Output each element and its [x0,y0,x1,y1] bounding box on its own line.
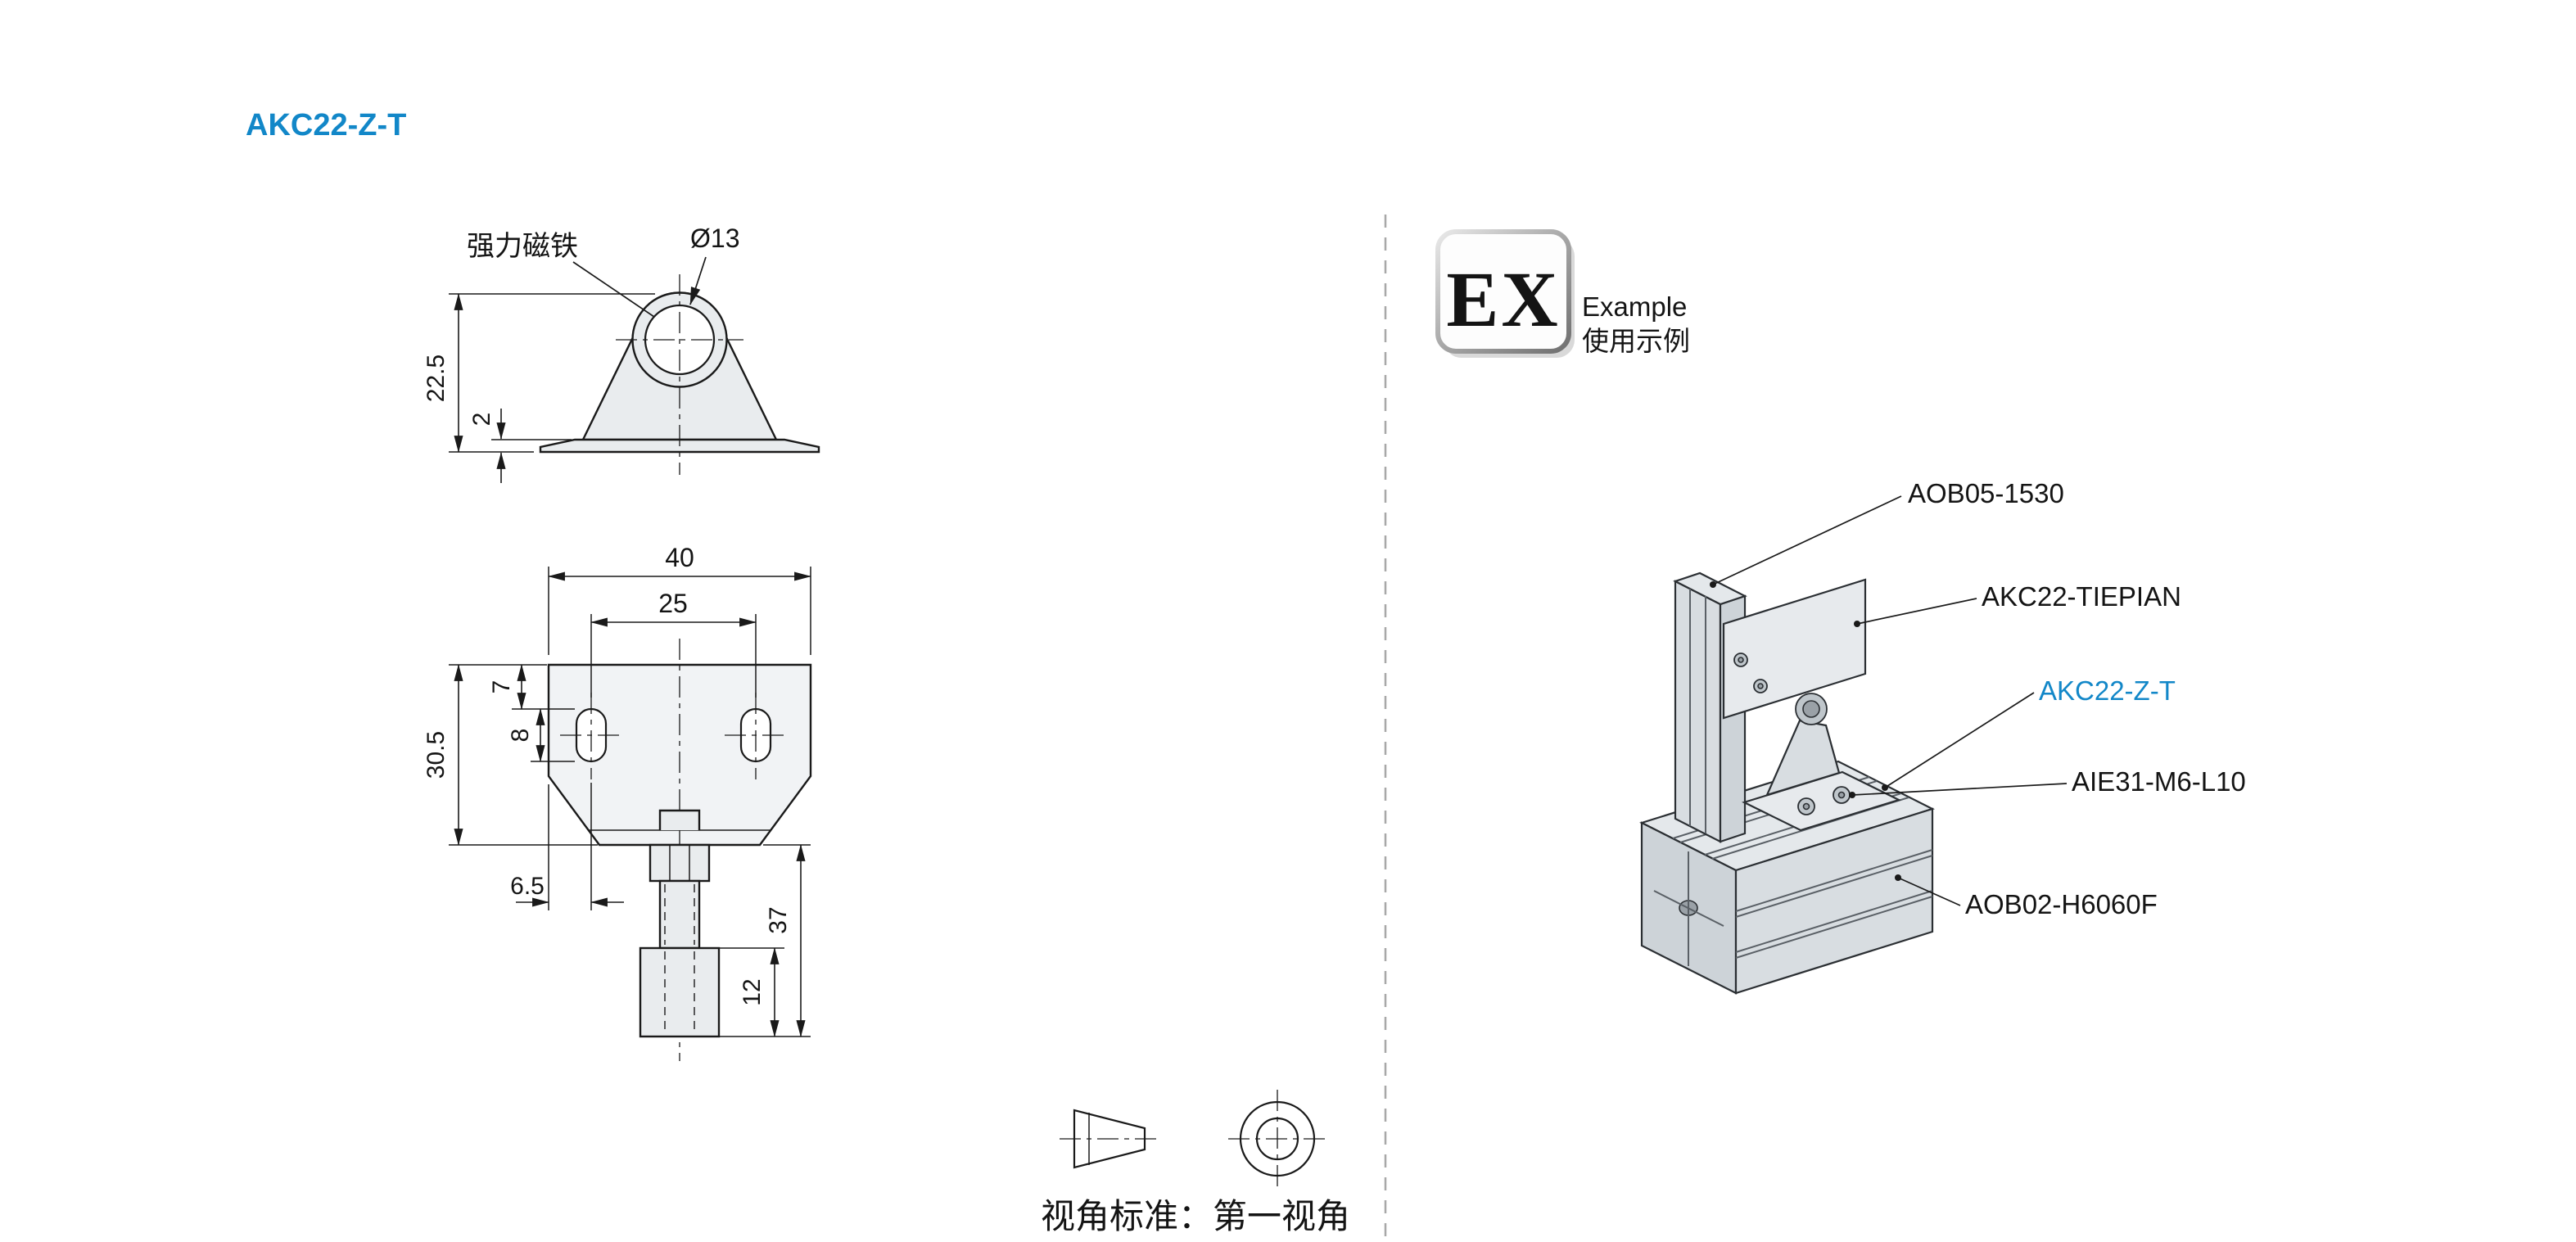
tie-plate [1722,578,1867,720]
component-labels: AOB05-1530 AKC22-TIEPIAN AKC22-Z-T AIE31… [1710,478,2246,919]
hole-dia-leader [689,256,707,305]
projection-symbol: 视角标准：第一视角 [1041,1090,1350,1235]
threaded-stud [658,879,701,950]
magnet-label: 强力磁铁 [467,231,578,262]
label-aob02-h6060f: AOB02-H6060F [1965,889,2158,919]
ex-badge-text: EX [1446,255,1560,343]
catch-body [1765,719,1841,797]
dim-edge-to-slot-center: 6.5 [510,873,545,900]
label-akc22-tiepian: AKC22-TIEPIAN [1982,581,2181,612]
front-view-geometry [539,274,820,475]
dim-plate-thickness: 2 [468,413,495,427]
stud-tip [658,809,701,830]
ex-badge [1435,229,1571,354]
dim-center-height: 22.5 [423,355,450,402]
label-aob05-1530: AOB05-1530 [1908,478,2064,508]
bottom-view-geometry [547,639,812,1061]
example-caption-en: Example [1582,291,1687,322]
dim-slot-length: 8 [507,729,534,743]
cone-symbol [1073,1109,1146,1169]
example-header: EX Example 使用示例 [1435,229,1690,358]
dim-slot-pitch: 25 [658,589,688,618]
projection-caption: 视角标准：第一视角 [1041,1197,1350,1235]
magnet-catch [1742,693,1901,832]
example-caption-zh: 使用示例 [1582,326,1690,356]
page-title[interactable]: AKC22-Z-T [246,108,406,142]
front-view: 强力磁铁 Ø13 22.5 2 [423,224,820,483]
dim-overall-height: 30.5 [423,731,450,779]
bottom-view-annotations: 40 25 7 8 30.5 6.5 [423,543,811,1037]
dim-edge-to-slot-top: 7 [488,680,515,694]
hole-dia-label: Ø13 [690,224,739,253]
dim-assembly-height: 37 [765,906,792,933]
front-view-annotations: 强力磁铁 Ø13 22.5 2 [423,224,739,483]
magnet-leader [572,261,655,318]
magnet-body [639,946,721,1038]
label-aie31-m6-l10: AIE31-M6-L10 [2072,766,2246,797]
usage-illustration: AOB05-1530 AKC22-TIEPIAN AKC22-Z-T AIE31… [1639,478,2246,995]
bottom-view: 40 25 7 8 30.5 6.5 [423,543,812,1061]
label-akc22-z-t[interactable]: AKC22-Z-T [2039,675,2176,706]
dim-magnet-height: 12 [739,978,766,1005]
dim-overall-width: 40 [665,543,694,572]
hex-nut [649,843,711,883]
